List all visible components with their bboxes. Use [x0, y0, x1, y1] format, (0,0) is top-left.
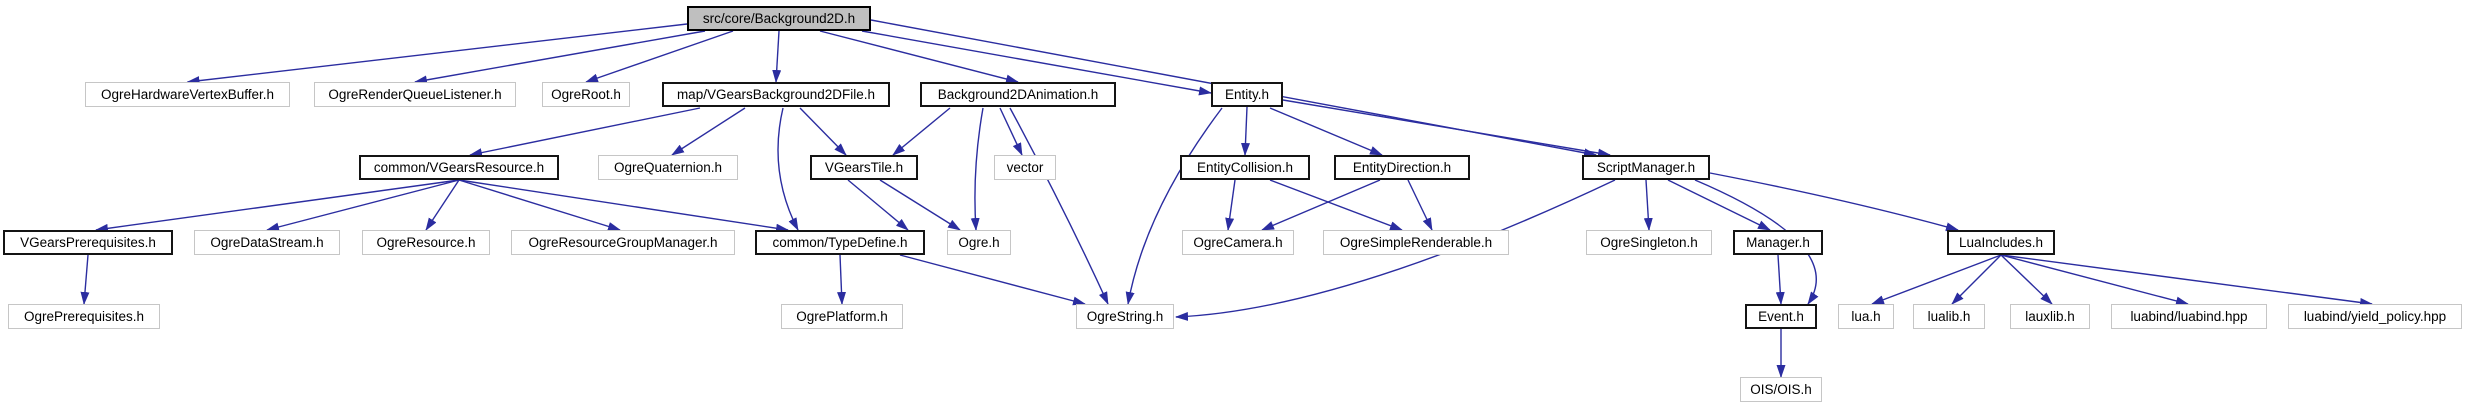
edge-luainc-to-lauxlib: [2000, 254, 2053, 305]
node-ecol[interactable]: EntityCollision.h: [1180, 155, 1310, 180]
edge-luainc-to-lua: [1871, 254, 2002, 305]
edge-smgr-to-ostring: [1175, 179, 1616, 321]
node-mapfile[interactable]: map/VGearsBackground2DFile.h: [662, 82, 890, 107]
edge-mapfile-to-typedef: [777, 107, 799, 231]
edge-vprereq-to-oprereq: [80, 254, 90, 305]
node-luainc[interactable]: LuaIncludes.h: [1947, 230, 2055, 255]
node-lauxlib: lauxlib.h: [2010, 304, 2090, 329]
edge-bg2d-to-mapfile: [772, 30, 782, 83]
edge-manager-to-event: [1775, 254, 1785, 305]
edge-b2da-to-tile: [892, 107, 951, 156]
node-simple: OgreSimpleRenderable.h: [1323, 230, 1509, 255]
edge-typedef-to-platform: [837, 254, 847, 305]
edge-entity-to-ostring: [1125, 107, 1223, 305]
edge-entity-to-smgr: [1282, 99, 1611, 158]
edge-tile-to-ogre: [879, 179, 961, 231]
node-hwvb: OgreHardwareVertexBuffer.h: [85, 82, 290, 107]
node-platform: OgrePlatform.h: [781, 304, 903, 329]
edge-vres-to-vprereq: [95, 179, 460, 233]
edge-typedef-to-ostring: [899, 254, 1086, 306]
edge-luainc-to-luabind: [2000, 254, 2189, 306]
node-rql: OgreRenderQueueListener.h: [314, 82, 516, 107]
edge-b2da-to-ostring: [1009, 107, 1109, 305]
node-datastream: OgreDataStream.h: [194, 230, 340, 255]
node-ogre: Ogre.h: [947, 230, 1011, 255]
edge-luainc-to-lualib: [1951, 254, 2002, 305]
node-tile[interactable]: VGearsTile.h: [810, 155, 918, 180]
node-smgr[interactable]: ScriptManager.h: [1582, 155, 1710, 180]
edge-bg2d-to-hwvb: [186, 23, 688, 86]
node-lua: lua.h: [1838, 304, 1894, 329]
node-vres[interactable]: common/VGearsResource.h: [359, 155, 559, 180]
node-typedef[interactable]: common/TypeDefine.h: [755, 230, 925, 255]
edge-edir-to-simple: [1407, 179, 1433, 231]
edge-vres-to-resource: [425, 179, 460, 231]
node-event[interactable]: Event.h: [1745, 304, 1817, 329]
edge-edir-to-camera: [1261, 179, 1381, 231]
edge-bg2d-to-rql: [414, 30, 706, 85]
node-yield: luabind/yield_policy.hpp: [2288, 304, 2462, 329]
node-vprereq[interactable]: VGearsPrerequisites.h: [3, 230, 173, 255]
edge-ecol-to-simple: [1269, 179, 1403, 231]
edge-bg2d-to-ogreroot: [585, 30, 734, 83]
edge-smgr-to-luainc: [1709, 172, 1959, 232]
edge-mapfile-to-vres: [469, 107, 701, 158]
node-resource: OgreResource.h: [362, 230, 490, 255]
edge-tile-to-typedef: [847, 179, 909, 231]
node-ogreroot: OgreRoot.h: [542, 82, 630, 107]
edge-vres-to-typedef: [458, 179, 789, 233]
node-oprereq: OgrePrerequisites.h: [8, 304, 160, 329]
node-bg2d: src/core/Background2D.h: [687, 6, 871, 31]
node-resgrp: OgreResourceGroupManager.h: [511, 230, 735, 255]
edge-luainc-to-yield: [2000, 254, 2373, 307]
node-entity[interactable]: Entity.h: [1211, 82, 1283, 107]
node-manager[interactable]: Manager.h: [1733, 230, 1823, 255]
edge-vres-to-resgrp: [458, 179, 621, 231]
edge-entity-to-ecol: [1241, 106, 1250, 156]
edge-bg2d-to-entity: [861, 30, 1212, 96]
node-vector: vector: [994, 155, 1056, 180]
edge-smgr-to-manager: [1667, 179, 1771, 231]
node-ostring: OgreString.h: [1076, 304, 1174, 329]
node-lualib: lualib.h: [1913, 304, 1985, 329]
edge-b2da-to-vector: [999, 107, 1023, 156]
edge-ecol-to-camera: [1225, 179, 1236, 231]
edge-mapfile-to-tile: [799, 107, 847, 156]
node-singleton: OgreSingleton.h: [1586, 230, 1712, 255]
edge-mapfile-to-quat: [671, 107, 746, 156]
edge-vres-to-datastream: [266, 179, 460, 232]
edge-bg2d-to-b2da: [819, 30, 1019, 84]
node-quat: OgreQuaternion.h: [598, 155, 738, 180]
node-ois: OIS/OIS.h: [1740, 377, 1822, 402]
node-edir[interactable]: EntityDirection.h: [1334, 155, 1470, 180]
edge-entity-to-edir: [1269, 107, 1383, 156]
node-b2da[interactable]: Background2DAnimation.h: [920, 82, 1116, 107]
node-luabind: luabind/luabind.hpp: [2111, 304, 2267, 329]
node-camera: OgreCamera.h: [1182, 230, 1294, 255]
edge-smgr-to-singleton: [1643, 179, 1653, 231]
edge-b2da-to-ogre: [970, 107, 984, 231]
